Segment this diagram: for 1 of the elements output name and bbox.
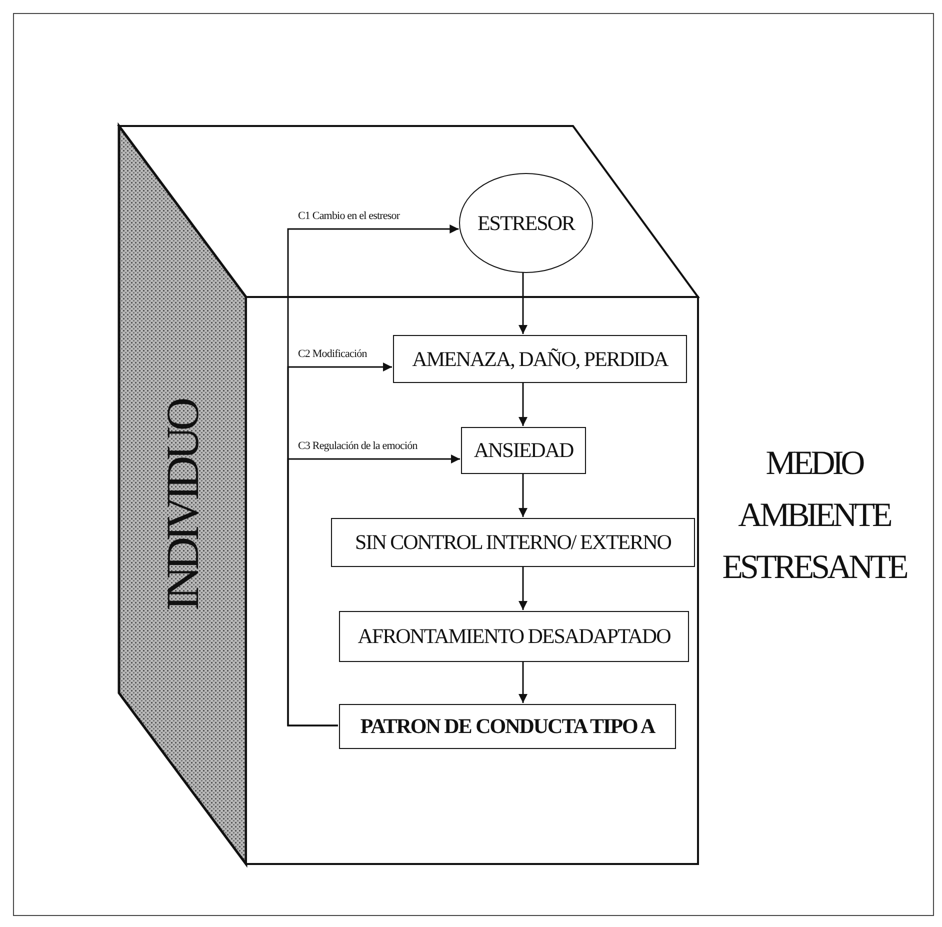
- environment-label: MEDIO AMBIENTE ESTRESANTE: [721, 444, 908, 588]
